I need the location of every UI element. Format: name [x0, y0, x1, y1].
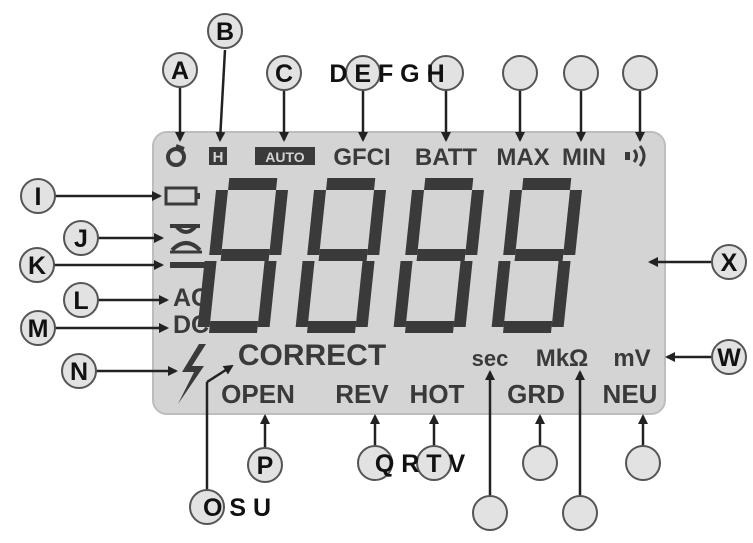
svg-text:L: L	[73, 287, 88, 315]
segment	[453, 261, 473, 327]
callout-k: K	[19, 247, 55, 283]
svg-text:O S U: O S U	[203, 494, 271, 522]
segment	[367, 190, 387, 255]
callout-blank-bottom-1	[472, 495, 508, 531]
callout-x: X	[711, 244, 747, 280]
mv-indicator: mV	[613, 345, 650, 372]
min-indicator: MIN	[562, 144, 606, 171]
segment	[355, 261, 375, 327]
segment	[514, 249, 564, 261]
segment	[424, 178, 474, 190]
auto-box	[255, 147, 315, 165]
segment	[197, 261, 217, 327]
digit-3	[393, 178, 514, 333]
battery-icon	[164, 186, 200, 206]
auto-indicator: AUTO	[265, 149, 305, 165]
digit-display	[197, 178, 583, 333]
callout-blank-bottom-2	[522, 445, 558, 481]
svg-text:W: W	[717, 344, 741, 372]
segment	[257, 261, 277, 327]
bar-indicator	[170, 262, 205, 268]
digit-4	[491, 178, 583, 333]
callout-blank-top-1	[502, 55, 538, 91]
segment	[269, 190, 289, 255]
segment	[209, 321, 259, 333]
callout-m: M	[20, 310, 56, 346]
rev-indicator: REV	[335, 379, 389, 409]
svg-text:B: B	[216, 18, 234, 46]
buzzer-icon	[625, 145, 646, 167]
callout-qrtv: Q R T V	[357, 445, 466, 481]
mk-ohm-indicator: MkΩ	[536, 345, 589, 372]
callout-blank-top-3	[622, 55, 658, 91]
segment	[209, 190, 229, 255]
segment	[393, 261, 413, 327]
hold-indicator: H	[213, 149, 224, 166]
callout-i: I	[20, 178, 56, 214]
segment	[326, 178, 376, 190]
segment	[405, 321, 455, 333]
segment	[405, 190, 425, 255]
max-indicator: MAX	[496, 144, 549, 171]
callout-w: W	[711, 339, 747, 375]
svg-text:P: P	[257, 452, 274, 480]
callout-b: B	[207, 13, 243, 49]
segment	[491, 261, 511, 327]
neu-indicator: NEU	[603, 379, 658, 409]
segment	[228, 178, 278, 190]
sec-indicator: sec	[472, 346, 509, 371]
svg-text:N: N	[70, 358, 88, 386]
callout-p: P	[247, 447, 283, 483]
callout-a: A	[162, 52, 198, 88]
svg-text:C: C	[275, 60, 293, 88]
segment	[465, 190, 485, 255]
callout-l: L	[63, 282, 99, 318]
open-indicator: OPEN	[221, 379, 295, 409]
gfci-indicator: GFCI	[333, 144, 390, 171]
hot-indicator: HOT	[410, 379, 465, 409]
power-off-icon	[166, 144, 186, 167]
svg-text:D E F G H: D E F G H	[329, 60, 444, 88]
callout-osu: O S U	[189, 489, 271, 525]
svg-text:X: X	[721, 249, 738, 277]
callout-defgh: D E F G H	[329, 55, 464, 91]
segment	[503, 190, 523, 255]
callout-c: C	[266, 55, 302, 91]
segment	[220, 249, 270, 261]
callout-blank-bottom-4	[625, 445, 661, 481]
segment	[307, 190, 327, 255]
segment	[503, 321, 553, 333]
svg-text:Q R T V: Q R T V	[375, 450, 466, 478]
correct-indicator: CORRECT	[238, 339, 386, 372]
svg-text:I: I	[35, 183, 42, 211]
grd-indicator: GRD	[507, 379, 565, 409]
segment	[318, 249, 368, 261]
leader-line	[215, 49, 227, 142]
callout-j: J	[63, 220, 99, 256]
segment	[307, 321, 357, 333]
svg-text:M: M	[28, 315, 49, 343]
callout-n: N	[61, 353, 97, 389]
hold-box	[209, 147, 227, 165]
segment	[563, 190, 583, 255]
segment	[551, 261, 571, 327]
segment	[416, 249, 466, 261]
callout-blank-bottom-3	[562, 495, 598, 531]
segment	[522, 178, 572, 190]
lightning-icon	[178, 344, 206, 404]
callout-blank-top-2	[563, 55, 599, 91]
batt-indicator: BATT	[415, 144, 478, 171]
leader-line	[206, 364, 234, 384]
ncv-icon	[170, 224, 202, 254]
segment	[295, 261, 315, 327]
digit-1	[197, 178, 318, 333]
digit-2	[295, 178, 416, 333]
svg-text:K: K	[28, 252, 46, 280]
svg-text:J: J	[74, 225, 88, 253]
svg-text:A: A	[171, 57, 189, 85]
